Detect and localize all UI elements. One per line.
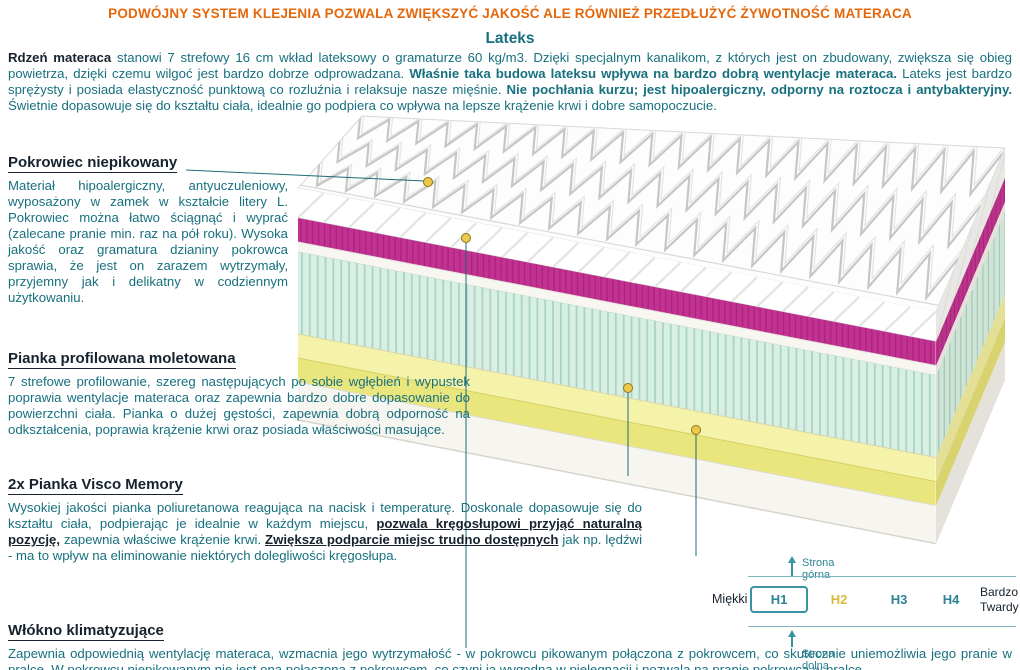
scale-top-label: Strona górna xyxy=(802,557,835,581)
visco-text-2: zapewnia właściwe krążenie krwi. xyxy=(60,532,266,547)
section-title-visco: 2x Pianka Visco Memory xyxy=(8,476,183,495)
arrow-up-icon xyxy=(788,630,796,637)
arrow-up-stem xyxy=(791,563,793,576)
section-title-wlokno-wrap: Włókno klimatyzujące xyxy=(8,622,164,641)
mattress-front-face xyxy=(298,188,936,545)
lateks-bold-lead: Rdzeń materaca xyxy=(8,50,112,65)
scale-bottom-label: Strona dolna xyxy=(802,648,835,670)
quilting-zigzag-pattern xyxy=(300,116,1005,306)
page-header: PODWÓJNY SYSTEM KLEJENIA POZWALA ZWIĘKSZ… xyxy=(108,6,912,21)
layer-fiber-white xyxy=(298,242,936,376)
firmness-level-h2: H2 xyxy=(830,592,848,607)
mattress-end-face xyxy=(936,147,1006,544)
annotation-dot xyxy=(623,383,633,393)
annotation-dot xyxy=(423,177,433,187)
firmness-level-h4: H4 xyxy=(942,592,960,607)
visco-underlined-phrase-2: Zwiększa podparcie miejsc trudno dostępn… xyxy=(265,532,559,547)
section-title-pokrowiec-wrap: Pokrowiec niepikowany xyxy=(8,154,178,173)
layer-cover-quilted xyxy=(298,188,936,342)
visco-underlined-phrase-1: pozwala kręgosłupowi przyjąć naturalną p… xyxy=(8,516,642,547)
section-title-lateks: Lateks xyxy=(485,30,535,47)
wlokno-paragraph: Zapewnia odpowiednią wentylację materaca… xyxy=(8,646,1012,670)
section-title-pianka-wrap: Pianka profilowana moletowana xyxy=(8,350,236,369)
scale-left-label: Miękki xyxy=(712,592,748,606)
lateks-text-1: stanowi 7 strefowy 16 cm wkład lateksowy… xyxy=(8,50,1013,81)
lateks-paragraph: Rdzeń materaca stanowi 7 strefowy 16 cm … xyxy=(8,50,1012,114)
section-title-visco-wrap: 2x Pianka Visco Memory xyxy=(8,476,183,495)
annotation-dot xyxy=(461,233,471,243)
pokrowiec-paragraph: Materiał hipoalergiczny, antyuczuleniowy… xyxy=(8,178,288,305)
arrow-up-stem xyxy=(791,637,793,647)
layer-visco-pink xyxy=(298,218,936,366)
section-title-pokrowiec: Pokrowiec niepikowany xyxy=(8,154,178,173)
visco-paragraph: Wysokiej jakości pianka poliuretanowa re… xyxy=(8,500,642,564)
arrow-up-icon xyxy=(788,556,796,563)
scale-top-line xyxy=(748,576,1016,577)
annotation-dot xyxy=(691,425,701,435)
lateks-bold-phrase-1: Właśnie taka budowa lateksu wpływa na ba… xyxy=(409,66,898,81)
mattress-top-face xyxy=(297,115,1006,313)
scale-bottom-line xyxy=(748,626,1016,627)
visco-text-1: Wysokiej jakości pianka poliuretanowa re… xyxy=(8,500,642,531)
pianka-profilowana-paragraph: 7 strefowe profilowanie, szereg następuj… xyxy=(8,374,470,437)
lateks-text-3: Świetnie dopasowuje się do kształtu ciał… xyxy=(8,98,717,113)
section-title-pianka-profilowana: Pianka profilowana moletowana xyxy=(8,350,236,369)
lateks-bold-phrase-2: Nie pochłania kurzu; jest hipoalergiczny… xyxy=(506,82,1012,97)
firmness-level-h1: H1 xyxy=(750,586,808,613)
scale-right-label-line2: Twardy xyxy=(980,600,1019,614)
firmness-level-h3: H3 xyxy=(890,592,908,607)
lateks-text-2: Lateks jest bardzo sprężysty i posiada e… xyxy=(8,66,1013,97)
scale-right-label-line1: Bardzo xyxy=(980,585,1019,599)
visco-text-3: jak np. lędźwi - ma to wpływ na eliminow… xyxy=(8,532,643,563)
section-title-wlokno: Włókno klimatyzujące xyxy=(8,622,164,641)
